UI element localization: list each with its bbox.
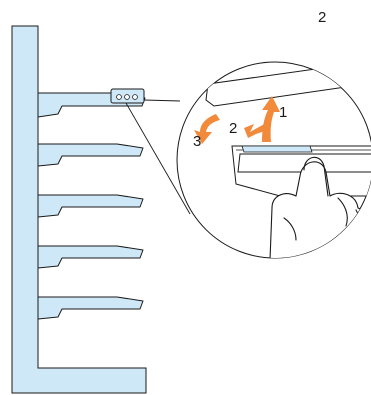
callout-lift-step: 1	[279, 104, 287, 121]
cover-strip	[241, 145, 313, 153]
arrow-left-icon	[244, 122, 268, 138]
rack-post	[11, 25, 147, 394]
callout-slide-step: 2	[229, 120, 237, 137]
shelf-group	[37, 92, 146, 320]
shelf-3	[37, 194, 144, 218]
step-number: 2	[318, 9, 326, 26]
shelf-2	[37, 143, 144, 167]
callout-rotate-step: 3	[193, 133, 201, 150]
curved-arrow-down-icon	[194, 114, 220, 144]
shelf-5	[37, 296, 144, 320]
magnifier-leader-lines	[125, 99, 191, 215]
connector-clip	[110, 88, 145, 104]
shelf-4	[37, 245, 144, 269]
action-arrows	[194, 96, 280, 144]
